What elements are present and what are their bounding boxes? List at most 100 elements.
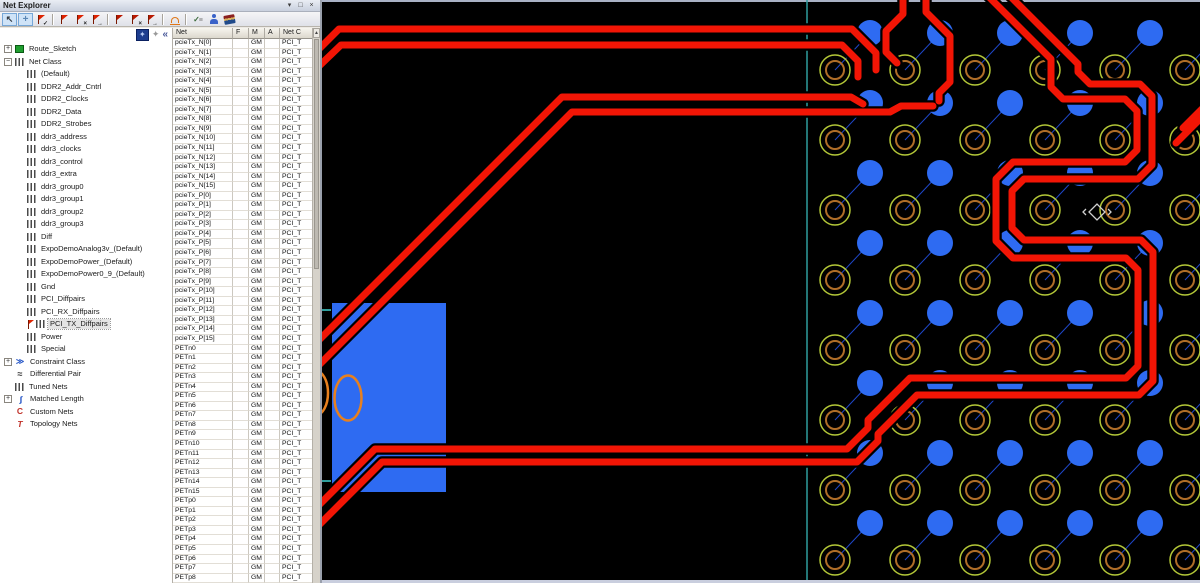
via-antipad-ring[interactable] [1099,334,1131,366]
via-pad-ring[interactable] [825,270,845,290]
tree-item-ddr3-group1[interactable]: ddr3_group1 [0,193,172,206]
tree-item-expodemopower-default-[interactable]: ExpoDemoPower_(Default) [0,256,172,269]
collapse-panel-button[interactable]: « [162,28,168,40]
via-antipad-ring[interactable] [959,124,991,156]
tree-item-ddr2-clocks[interactable]: DDR2_Clocks [0,93,172,106]
via-pad-ring[interactable] [1105,480,1125,500]
via-antipad-ring[interactable] [959,54,991,86]
via-pad-ring[interactable] [965,480,985,500]
scrollbar-up-arrow-icon[interactable]: ▲ [313,28,320,38]
via-pad-ring[interactable] [1175,410,1195,430]
tree-item-ddr2-strobes[interactable]: DDR2_Strobes [0,118,172,131]
via-antipad-ring[interactable] [959,544,991,576]
bga-pad[interactable] [1067,20,1093,46]
via-antipad-ring[interactable] [819,194,851,226]
bga-pad[interactable] [1137,440,1163,466]
bga-pad[interactable] [857,230,883,256]
via-pad-ring[interactable] [895,130,915,150]
bga-pad[interactable] [1137,510,1163,536]
panel-titlebar[interactable]: Net Explorer ▾□× [0,0,320,12]
unflag-pairs-tool[interactable]: × [128,13,143,27]
bga-pad[interactable] [857,370,883,396]
collapse-minus-icon[interactable]: − [4,57,12,66]
via-antipad-ring[interactable] [819,474,851,506]
tree-item-constraint-class[interactable]: +≫Constraint Class [0,356,172,369]
via-antipad-ring[interactable] [1029,404,1061,436]
via-antipad-ring[interactable] [1169,264,1200,296]
via-antipad-ring[interactable] [819,264,851,296]
via-antipad-ring[interactable] [1169,404,1200,436]
via-pad-ring[interactable] [965,270,985,290]
tree-item--default-[interactable]: (Default) [0,68,172,81]
via-pad-ring[interactable] [1035,130,1055,150]
via-pad-ring[interactable] [1105,130,1125,150]
via-pad-ring[interactable] [1105,410,1125,430]
column-header-a[interactable]: A [265,28,280,39]
via-pad-ring[interactable] [1175,60,1195,80]
via-pad-ring[interactable] [895,550,915,570]
via-pad-ring[interactable] [1035,480,1055,500]
tree-item-power[interactable]: Power [0,331,172,344]
via-pad-ring[interactable] [1035,200,1055,220]
via-antipad-ring[interactable] [959,474,991,506]
pcie-diffpair-entry-b[interactable] [922,0,954,105]
via-pad-ring[interactable] [1175,480,1195,500]
tree-item-differential-pair[interactable]: ≈Differential Pair [0,368,172,381]
via-antipad-ring[interactable] [1099,264,1131,296]
via-antipad-ring[interactable] [1099,124,1131,156]
pcie-diffpair-entry-a[interactable] [882,0,907,67]
tree-item-ddr3-clocks[interactable]: ddr3_clocks [0,143,172,156]
tree-item-ddr3-group2[interactable]: ddr3_group2 [0,206,172,219]
via-antipad-ring[interactable] [959,404,991,436]
via-antipad-ring[interactable] [819,404,851,436]
edge-stub-a[interactable] [1179,106,1200,132]
pcie-serpentine-a[interactable] [322,0,1157,528]
library-tool[interactable] [222,13,237,26]
via-pad-ring[interactable] [1175,340,1195,360]
via-pad-ring[interactable] [1105,340,1125,360]
via-antipad-ring[interactable] [1099,194,1131,226]
bga-pad[interactable] [1067,300,1093,326]
expand-plus-icon[interactable]: + [4,395,12,404]
via-antipad-ring[interactable] [1029,194,1061,226]
via-pad-ring[interactable] [825,130,845,150]
tree-item-gnd[interactable]: Gnd [0,281,172,294]
via-antipad-ring[interactable] [1029,334,1061,366]
via-pad-ring[interactable] [1175,200,1195,220]
tree-item-expodemopower0-9-default-[interactable]: ExpoDemoPower0_9_(Default) [0,268,172,281]
via-antipad-ring[interactable] [959,334,991,366]
swap-flagged-nets-tool[interactable]: → [89,13,104,27]
tree-item-expodemoanalog3v-default-[interactable]: ExpoDemoAnalog3v_(Default) [0,243,172,256]
scrollbar-thumb[interactable] [314,39,319,269]
pcie-serpentine-b[interactable] [322,0,1142,508]
panel-pin-button-icon[interactable]: □ [298,1,303,9]
bga-pad[interactable] [857,510,883,536]
tree-item-tuned-nets[interactable]: Tuned Nets [0,381,172,394]
bga-pad[interactable] [1067,440,1093,466]
